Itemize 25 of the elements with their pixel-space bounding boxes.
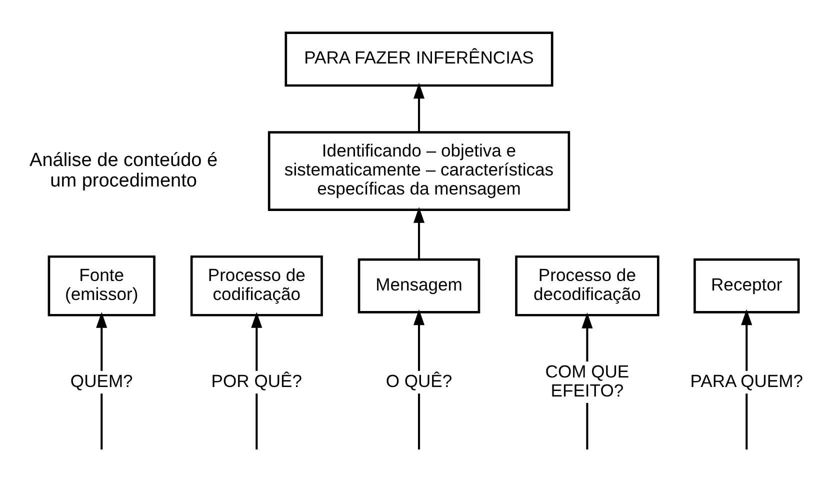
node-text: COM QUE EFEITO? — [545, 360, 630, 400]
connector — [100, 393, 103, 449]
node-text: PARA QUEM? — [690, 370, 804, 390]
connector — [746, 393, 748, 449]
arrow — [413, 206, 425, 259]
arrow — [582, 312, 593, 362]
node-box: Fonte (emissor) — [48, 254, 156, 316]
arrow — [251, 312, 262, 370]
node-box: Processo de codificação — [190, 254, 323, 316]
arrow — [413, 308, 425, 370]
connector — [418, 393, 420, 449]
node-box: Receptor — [694, 258, 800, 313]
arrow — [96, 312, 108, 370]
node-box: Mensagem — [358, 258, 480, 313]
label: Análise de conteúdo é um procedimento — [30, 149, 218, 191]
node-box: PARA FAZER INFERÊNCIAS — [284, 31, 554, 86]
arrow — [413, 82, 425, 132]
node-box: Processo de decodificação — [515, 254, 660, 316]
arrow — [741, 308, 752, 370]
connector — [586, 402, 588, 449]
node-text: O QUÊ? — [386, 370, 452, 390]
connector — [256, 393, 258, 449]
node-box: Identificando – objetiva e sistematicamente – características específicas da mensagem — [268, 130, 570, 210]
node-text: POR QUÊ? — [211, 370, 302, 390]
node-text: QUEM? — [70, 370, 133, 390]
